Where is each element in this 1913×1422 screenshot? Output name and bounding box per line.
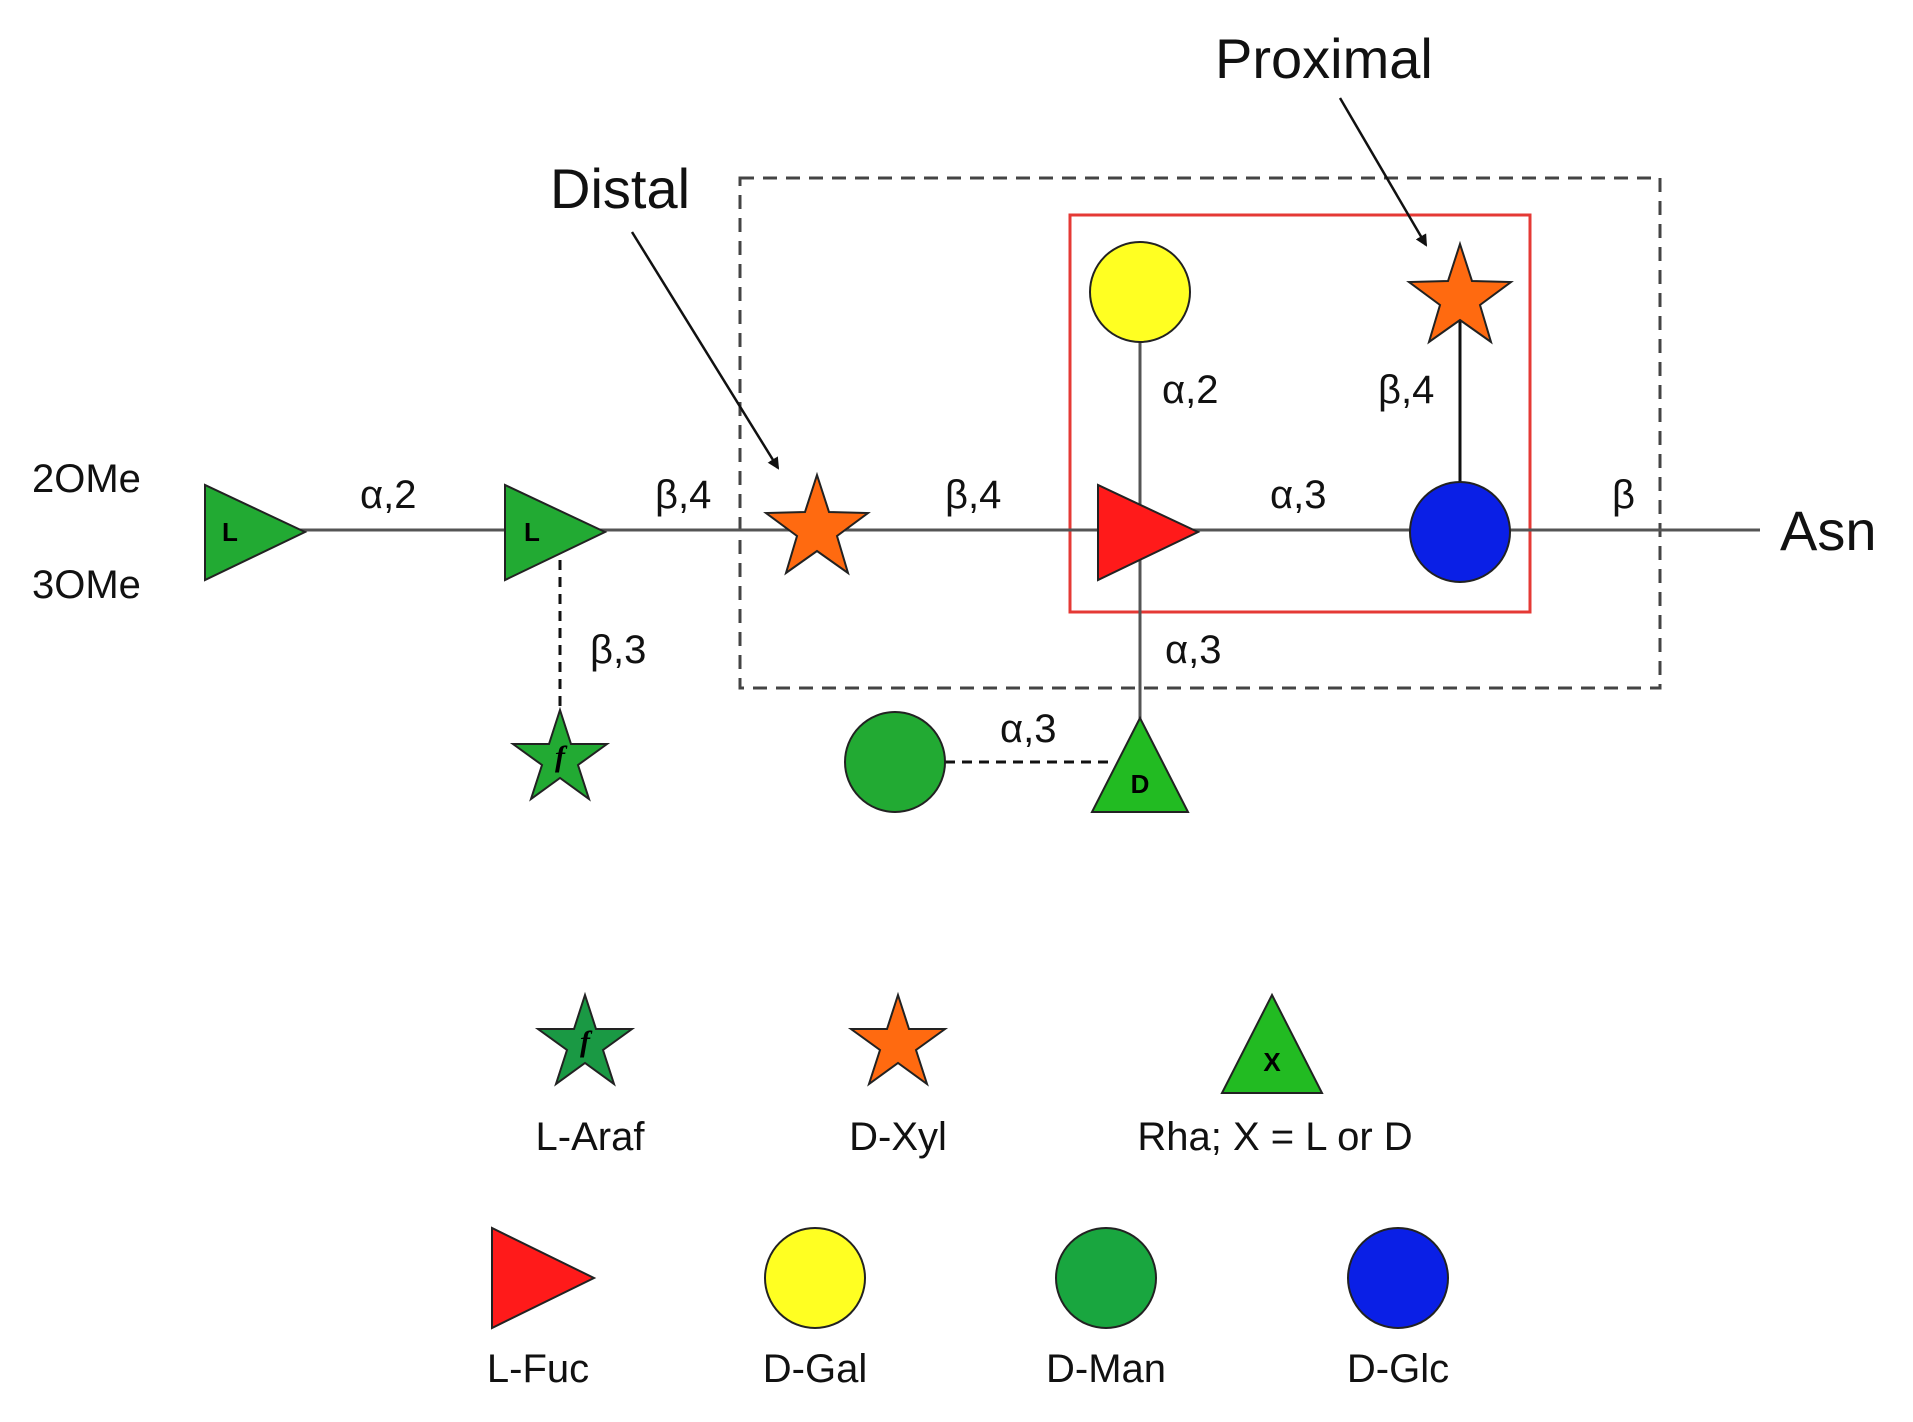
glucose-circle [1409,481,1511,583]
callout-proximal: Proximal [1215,27,1433,90]
legend-label-araf: L-Araf [536,1115,646,1159]
legend-fuc-triangle-icon [491,1226,597,1330]
callout-distal: Distal [550,157,690,220]
linkage-xyl-fuc: β,4 [945,473,1001,517]
glyph-letter-L-2: L [524,517,540,547]
glyph-letter-L-1: L [222,517,238,547]
glyph-letter-D: D [1131,769,1150,799]
rhamnose-D-triangle [1090,715,1190,813]
linkage-xyl-glc: β,4 [1378,368,1434,412]
aglycone-label: Asn [1780,499,1877,562]
legend-label-fuc: L-Fuc [487,1347,589,1391]
legend-man-circle-icon [1055,1227,1157,1329]
legend-glyph-letter-x: X [1263,1047,1281,1077]
legend-rha-triangle-icon [1220,992,1324,1094]
legend-label-rha: Rha; X = L or D [1137,1115,1412,1159]
legend-gal-circle-icon [764,1227,866,1329]
legend: f L-Araf D-Xyl X Rha; X = L or D L-Fuc D… [487,991,1449,1391]
legend-label-gal: D-Gal [763,1347,867,1391]
fucose-triangle [1097,483,1201,582]
linkage-l2-xyl: β,4 [655,473,711,517]
galactose-circle [1089,241,1191,343]
modification-3ome: 3OMe [32,563,141,607]
linkage-rhaD-fuc: α,3 [1165,628,1221,672]
linkage-glc-asn: β [1612,473,1635,517]
modification-2ome: 2OMe [32,457,141,501]
distal-region-box [738,176,1662,690]
proximal-arrow [1338,97,1428,247]
legend-glc-circle-icon [1347,1227,1449,1329]
legend-label-man: D-Man [1046,1347,1166,1391]
linkage-man-rhaD: α,3 [1000,707,1056,751]
legend-xyl-star-icon [847,991,949,1087]
legend-label-glc: D-Glc [1347,1347,1449,1391]
linkage-araf-l2: β,3 [590,628,646,672]
glyph-letter-f-1: f [555,740,568,773]
distal-arrow [630,231,780,470]
mannose-circle [844,711,946,813]
arabinofuranose-star [509,706,611,802]
legend-glyph-letter-f: f [580,1025,593,1058]
rhamnose-L-triangle-terminal [204,483,308,582]
proximal-region-box [1068,213,1532,614]
linkage-fuc-glc: α,3 [1270,473,1326,517]
xylose-star-proximal [1406,240,1514,345]
legend-label-xyl: D-Xyl [849,1115,947,1159]
xylose-star-distal [763,471,871,576]
legend-araf-star-icon [534,991,636,1087]
rhamnose-L-triangle-internal [504,483,608,582]
linkage-gal-fuc: α,2 [1162,368,1218,412]
linkage-l1-l2: α,2 [360,473,416,517]
